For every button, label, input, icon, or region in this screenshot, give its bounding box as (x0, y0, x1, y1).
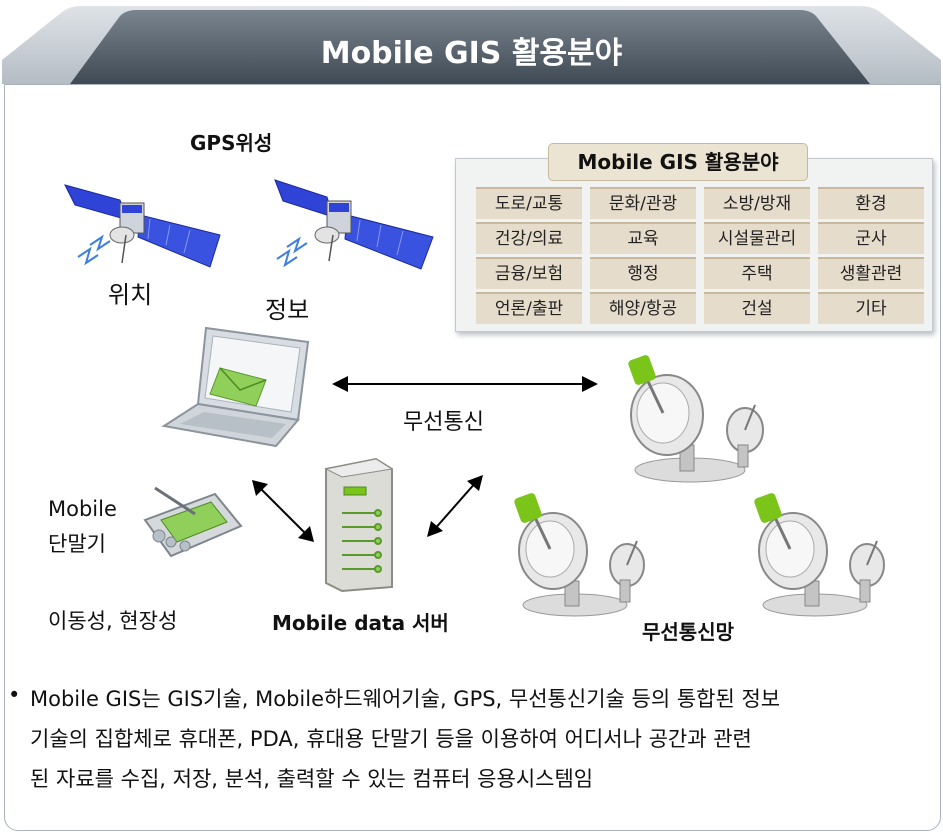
satellite-icon (64, 184, 221, 268)
category-cell: 교육 (590, 222, 696, 254)
header-background (0, 0, 943, 88)
category-cell: 건강/의료 (476, 222, 582, 254)
position-label: 위치 (108, 281, 153, 309)
footer-bullet: • (8, 683, 21, 707)
page-title: Mobile GIS 활용분야 (320, 36, 623, 71)
satellite-dish-icon (628, 355, 764, 483)
category-cell: 해양/항공 (590, 292, 696, 324)
category-cell: 소방/방재 (704, 187, 810, 219)
category-cell: 주택 (704, 257, 810, 289)
mobile-label-line2: 단말기 (48, 532, 106, 556)
server-label: Mobile data 서버 (272, 611, 449, 635)
category-cell: 건설 (704, 292, 810, 324)
satellite-icon (274, 179, 434, 270)
mobile-device-icon (143, 486, 243, 558)
wireless-double-arrow (332, 376, 598, 392)
laptop-icon (161, 326, 310, 448)
category-cell: 언론/출판 (476, 292, 582, 324)
category-cell: 금융/보험 (476, 257, 582, 289)
category-cell: 시설물관리 (704, 222, 810, 254)
mobile-label-line1: Mobile (48, 497, 117, 521)
footer-text-line2: 기술의 집합체로 휴대폰, PDA, 휴대용 단말기 등을 이용하여 어디서나 … (30, 727, 752, 751)
mobility-label: 이동성, 현장성 (48, 609, 178, 633)
info-label: 정보 (265, 296, 310, 324)
wireless-label: 무선통신 (403, 410, 484, 435)
category-cell: 환경 (818, 187, 924, 219)
footer-text-line1: Mobile GIS는 GIS기술, Mobile하드웨어기술, GPS, 무선… (30, 687, 781, 711)
category-cell: 생활관련 (818, 257, 924, 289)
category-cell: 행정 (590, 257, 696, 289)
header-banner: Mobile GIS 활용분야 (0, 0, 943, 88)
satellite-dish-icon (514, 493, 645, 617)
applications-box-title: Mobile GIS 활용분야 (548, 143, 808, 181)
server-icon (324, 457, 394, 593)
gps-satellite-label: GPS위성 (190, 131, 273, 155)
category-cell: 기타 (818, 292, 924, 324)
category-cell: 문화/관광 (590, 187, 696, 219)
network-label: 무선통신망 (642, 620, 734, 644)
laptop-server-arrow (252, 480, 314, 542)
satellite-dish-icon (754, 493, 885, 617)
category-cell: 군사 (818, 222, 924, 254)
footer-text-line3: 된 자료를 수집, 저장, 분석, 출력할 수 있는 컴퓨터 응용시스템임 (30, 767, 594, 791)
server-network-arrow (427, 475, 483, 537)
category-cell: 도로/교통 (476, 187, 582, 219)
applications-box: Mobile GIS 활용분야 도로/교통 문화/관광 소방/방재 환경 건강/… (455, 143, 933, 332)
